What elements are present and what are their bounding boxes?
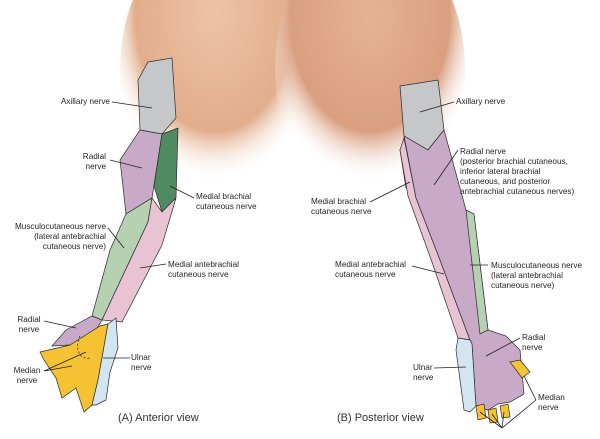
leader-lines (43, 101, 537, 429)
label-musculocutaneous-posterior: Musculocutaneous nerve(lateral antebrach… (491, 261, 582, 290)
caption-anterior: (A) Anterior view (118, 412, 199, 424)
zone-median-posterior-1 (475, 403, 487, 421)
label-axillary-posterior: Axillary nerve (456, 97, 506, 106)
zone-radial-posterior (403, 129, 525, 411)
zone-ulnar-anterior (91, 317, 119, 406)
anterior-view (39, 0, 310, 413)
zone-medial-antebrachial-anterior (101, 197, 177, 323)
zone-median-posterior-3 (499, 403, 511, 419)
posterior-view (275, 0, 531, 424)
zone-axillary-anterior (137, 57, 177, 135)
zone-musculocutaneous-posterior (465, 209, 489, 335)
label-musculocutaneous-anterior: Musculocutaneous nerve(lateral antebrach… (15, 222, 106, 251)
label-radial-posterior-arm: Radial nerve(posterior brachial cutaneou… (460, 147, 575, 196)
label-axillary-anterior: Axillary nerve (61, 97, 111, 106)
zone-ulnar-posterior (455, 337, 477, 413)
zone-median-anterior (39, 323, 109, 413)
zone-median-posterior-4 (509, 359, 531, 379)
zone-radial-anterior-arm (119, 129, 163, 215)
caption-posterior: (B) Posterior view (337, 412, 424, 424)
